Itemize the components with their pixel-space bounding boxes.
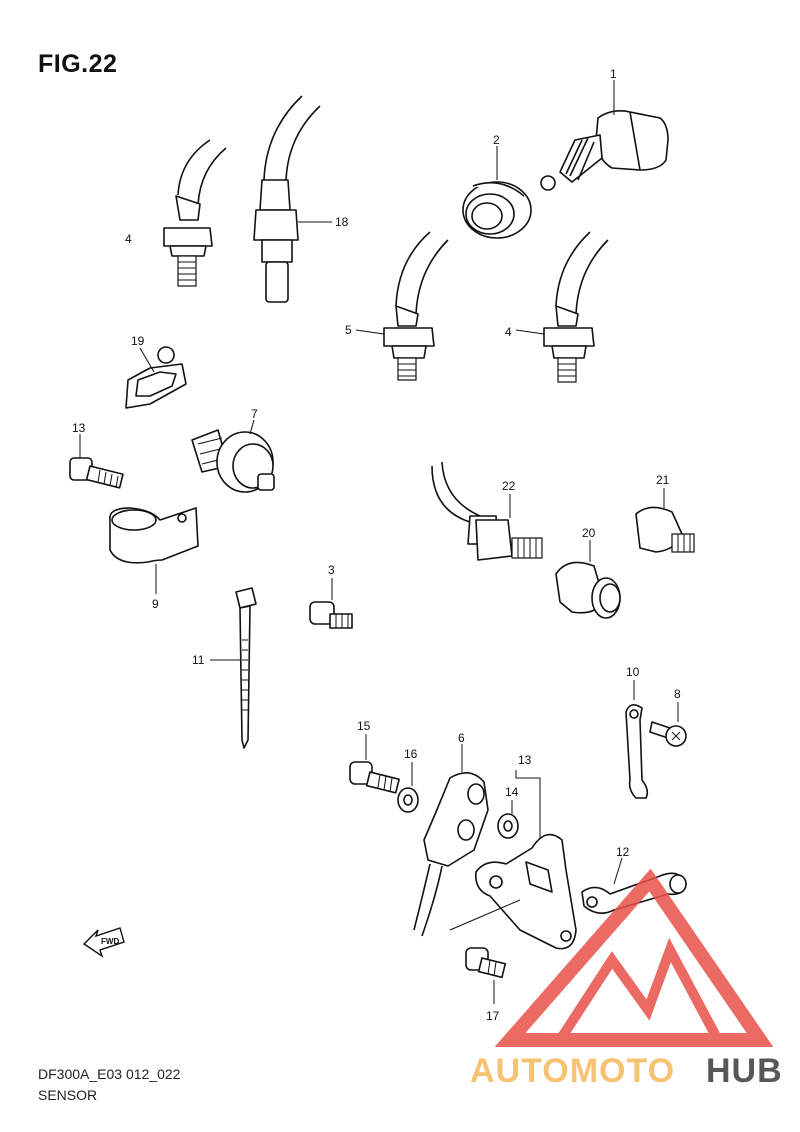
part-7-switch: [191, 419, 275, 493]
callout-13-left: 13: [72, 421, 86, 435]
part-5-sensor: [355, 231, 449, 381]
callout-14: 14: [505, 785, 519, 799]
part-21-plug: [635, 488, 695, 553]
part-13-bolt-left: [69, 434, 124, 489]
callout-15: 15: [357, 719, 371, 733]
callout-18: 18: [335, 215, 349, 229]
part-3-bolt: [309, 578, 353, 629]
callout-5: 5: [345, 323, 352, 337]
callout-6: 6: [458, 731, 465, 745]
part-2-grommet: [462, 146, 532, 239]
callout-3: 3: [328, 563, 335, 577]
fwd-arrow-icon: FWD: [82, 927, 125, 958]
part-4-sensor-left: [163, 139, 227, 287]
callout-22: 22: [502, 479, 516, 493]
part-9-clamp: [109, 507, 199, 594]
callout-4-left: 4: [125, 232, 132, 246]
part-1-sensor: [540, 80, 669, 191]
callout-17: 17: [486, 1009, 500, 1023]
fwd-label: FWD: [101, 937, 119, 946]
callout-13-right: 13: [518, 753, 532, 767]
callout-2: 2: [493, 133, 500, 147]
watermark-text-2: HUB: [706, 1052, 783, 1090]
part-16-washer: [397, 762, 419, 813]
part-22-sensor: [431, 461, 543, 561]
callout-1: 1: [610, 67, 617, 81]
callout-12: 12: [616, 845, 630, 859]
callout-16: 16: [404, 747, 418, 761]
callout-20: 20: [582, 526, 596, 540]
part-20-nut: [555, 540, 621, 619]
watermark-logo: AUTOMOTO HUB: [470, 868, 783, 1090]
part-18-sensor: [253, 95, 332, 303]
part-11-cable-tie: [210, 587, 257, 749]
callout-19: 19: [131, 334, 145, 348]
callout-4-right: 4: [505, 325, 512, 339]
part-10-bracket: [625, 680, 649, 799]
watermark-text-1: AUTOMOTO: [470, 1052, 675, 1090]
figure-title: FIG.22: [38, 50, 118, 78]
part-13-bracket-group: [474, 770, 577, 950]
callout-8: 8: [674, 687, 681, 701]
footer-section: SENSOR: [38, 1087, 98, 1103]
callout-labels: 1 2 3 4 4 5 6 7 8 9 10 11 12 13 13 14 15…: [72, 67, 681, 1023]
part-8-screw: [649, 702, 687, 747]
part-6-sensor: [413, 744, 489, 937]
footer-code: DF300A_E03 012_022: [38, 1066, 181, 1082]
part-17-bolt: [449, 899, 521, 1004]
callout-21: 21: [656, 473, 670, 487]
part-14-nut: [497, 800, 519, 839]
callout-11: 11: [192, 653, 205, 667]
callout-10: 10: [626, 665, 640, 679]
footer: DF300A_E03 012_022 SENSOR: [38, 1064, 180, 1106]
callout-9: 9: [152, 597, 159, 611]
part-19-clip: [125, 346, 187, 409]
part-15-bolt: [349, 734, 400, 794]
callout-7: 7: [251, 407, 258, 421]
part-4-sensor-right: [515, 231, 609, 383]
